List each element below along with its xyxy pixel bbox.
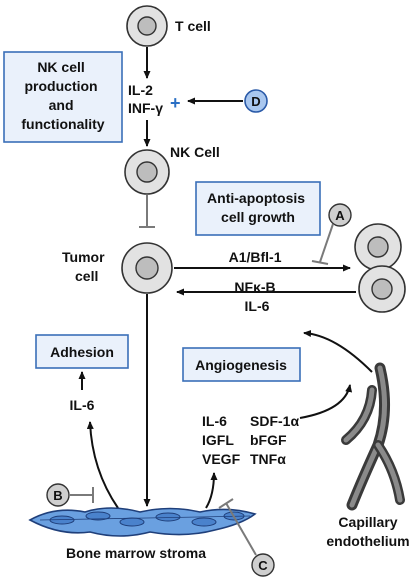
capillary-label-2: endothelium — [326, 533, 409, 549]
box-adhesion: Adhesion — [35, 334, 129, 369]
box-anti-line-1: Anti-apoptosis — [207, 190, 305, 206]
tumor-product-3: IL-6 — [245, 298, 270, 314]
infg-label: INF-γ — [128, 100, 163, 116]
cytokine-list-left: IL-6 IGFL VEGF — [202, 413, 241, 467]
nk-cell-label: NK Cell — [170, 144, 220, 160]
il2-label: IL-2 — [128, 82, 153, 98]
t-cell-label: T cell — [175, 18, 211, 34]
box-nk-function: NK cell production and functionality — [3, 51, 123, 143]
cytokine-sdf1a: SDF-1α — [250, 413, 299, 429]
tumor-cell-label-2: cell — [75, 268, 98, 284]
badge-b-label: B — [53, 488, 62, 503]
box-nk-line-4: functionality — [21, 116, 104, 132]
box-anti-apoptosis: Anti-apoptosis cell growth — [195, 181, 321, 236]
cytokine-tnfa: TNFα — [250, 451, 286, 467]
cytokine-list-right: SDF-1α bFGF TNFα — [250, 413, 303, 467]
arrow-cytokines-to-angiogenesis — [299, 384, 353, 419]
box-nk-line-2: production — [25, 78, 98, 94]
bone-marrow-stroma — [28, 507, 257, 537]
box-nk-function-text: NK cell production and functionality — [21, 59, 104, 132]
capillary-vessels — [341, 362, 405, 511]
capillary-label-1: Capillary — [338, 514, 397, 530]
inhibit-nk-to-tumor — [139, 195, 155, 228]
arrow-stroma-to-il6 — [86, 421, 119, 509]
box-anti-line-2: cell growth — [221, 209, 295, 225]
stroma-il6-label: IL-6 — [70, 397, 95, 413]
inhibit-a-to-arrow — [311, 223, 334, 265]
badge-a-label: A — [335, 208, 345, 223]
t-cell — [126, 5, 168, 47]
tumor-products: A1/Bfl-1 NFκ-B IL-6 — [229, 249, 286, 314]
box-nk-line-3: and — [49, 97, 74, 113]
box-nk-line-1: NK cell — [37, 59, 84, 75]
inhibit-c-to-arrow — [218, 498, 257, 556]
badge-a: A — [328, 203, 352, 227]
cytokine-bfgf: bFGF — [250, 432, 287, 448]
box-angiogenesis-label: Angiogenesis — [195, 357, 287, 373]
badge-d: D — [244, 89, 268, 113]
badge-d-label: D — [251, 94, 260, 109]
cytokine-vegf: VEGF — [202, 451, 241, 467]
arrow-stroma-to-cytokines — [205, 472, 218, 509]
nk-cell — [124, 149, 170, 195]
stroma-label: Bone marrow stroma — [66, 545, 206, 561]
dividing-tumor-cells — [354, 223, 406, 313]
arrow-endothelium-to-angiogenesis — [303, 329, 373, 373]
badge-b: B — [46, 483, 70, 507]
plus-sign: + — [170, 93, 181, 113]
tumor-cell-label-1: Tumor — [62, 249, 105, 265]
cytokine-igfl: IGFL — [202, 432, 234, 448]
box-angiogenesis: Angiogenesis — [182, 347, 301, 382]
badge-c-label: C — [258, 558, 268, 573]
tumor-cell — [121, 242, 173, 294]
tumor-product-1: A1/Bfl-1 — [229, 249, 282, 265]
box-adhesion-label: Adhesion — [50, 344, 114, 360]
cytokine-il6: IL-6 — [202, 413, 227, 429]
inhibit-b-to-stroma — [70, 487, 94, 503]
box-anti-apoptosis-text: Anti-apoptosis cell growth — [207, 190, 309, 225]
badge-c: C — [251, 553, 275, 577]
